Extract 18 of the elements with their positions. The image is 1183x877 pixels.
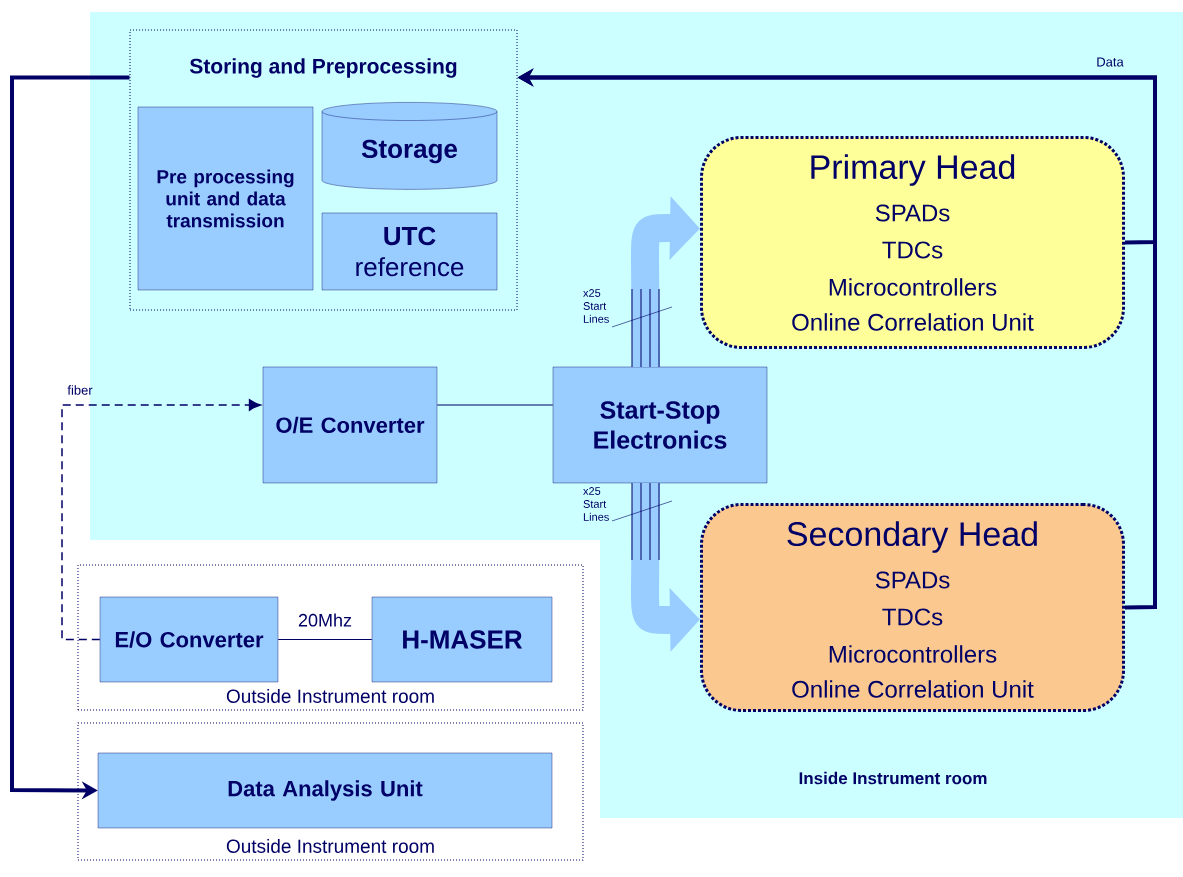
- process-box: O/E Converter: [262, 366, 438, 484]
- process-box: UTC reference: [321, 212, 498, 291]
- head-box: Primary Head SPADs TDCs Microcontrollers Online Correlation Unit: [700, 136, 1125, 349]
- process-box: Start-Stop Electronics: [552, 366, 768, 484]
- bundle-label: x25 Start Lines: [583, 289, 609, 323]
- edge-label: fiber: [67, 385, 93, 395]
- edge-label: 20Mhz: [298, 613, 352, 627]
- room-label: Inside Instrument room: [799, 771, 987, 785]
- arrow: [61, 399, 261, 641]
- process-box: Data Analysis Unit: [97, 752, 553, 829]
- process-box: E/O Converter: [99, 596, 279, 683]
- process-box: H-MASER: [371, 596, 553, 683]
- process-box: Pre processing unit and data transmission: [137, 106, 314, 291]
- head-box: Secondary Head SPADs TDCs Microcontrollers Online Correlation Unit: [700, 503, 1125, 712]
- edge-label: Data: [1097, 57, 1124, 67]
- storage-cylinder: Storage: [321, 102, 498, 190]
- connector-line: [277, 638, 373, 641]
- connector-line: [436, 404, 554, 406]
